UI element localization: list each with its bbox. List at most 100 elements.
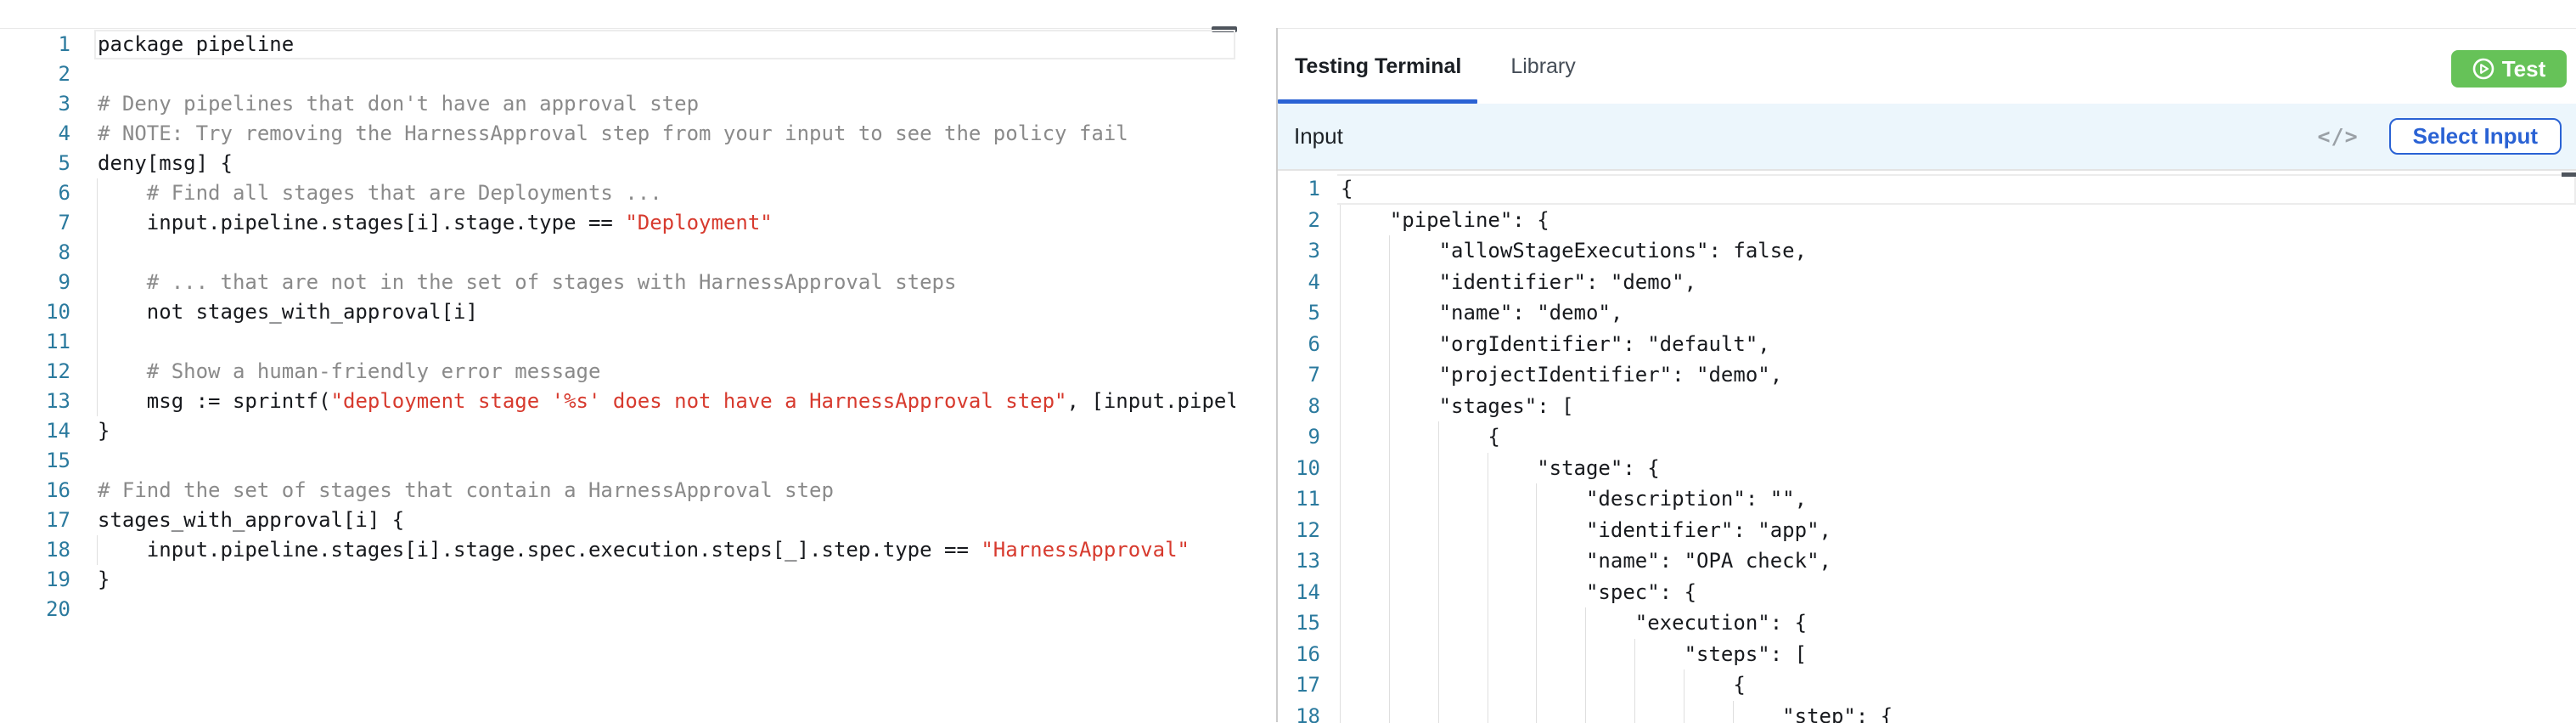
code-line-17[interactable]: stages_with_approval[i] { <box>94 506 1235 535</box>
indent-guide <box>97 268 98 297</box>
indent-guide <box>97 327 98 357</box>
code-line-18[interactable]: "step": { <box>1337 701 2576 723</box>
collapse-input-handle[interactable] <box>2562 172 2576 177</box>
code-line-4[interactable]: "identifier": "demo", <box>1337 267 2576 298</box>
indent-guide <box>1389 391 1390 422</box>
indent-guide <box>1536 577 1537 608</box>
indent-guide <box>1389 421 1390 453</box>
line-number: 3 <box>0 89 94 119</box>
line-number: 18 <box>1278 701 1337 723</box>
code-line-2[interactable]: "pipeline": { <box>1337 205 2576 236</box>
code-line-12[interactable]: "identifier": "app", <box>1337 515 2576 546</box>
indent-guide <box>1536 701 1537 723</box>
code-line-2[interactable] <box>94 59 1235 89</box>
indent-guide <box>1340 267 1341 298</box>
code-line-16[interactable]: # Find the set of stages that contain a … <box>94 476 1235 506</box>
code-line-1[interactable]: package pipeline <box>94 30 1235 59</box>
line-number: 6 <box>1278 329 1337 360</box>
tab-library[interactable]: Library <box>1510 54 1575 79</box>
code-line-1[interactable]: { <box>1337 173 2576 205</box>
code-line-10[interactable]: "stage": { <box>1337 453 2576 484</box>
code-line-3[interactable]: "allowStageExecutions": false, <box>1337 235 2576 267</box>
indent-guide <box>1438 577 1439 608</box>
code-line-9[interactable]: { <box>1337 421 2576 453</box>
indent-guide <box>1389 545 1390 577</box>
line-number: 17 <box>1278 669 1337 701</box>
code-line-7[interactable]: "projectIdentifier": "demo", <box>1337 359 2576 391</box>
code-line-3[interactable]: # Deny pipelines that don't have an appr… <box>94 89 1235 119</box>
indent-guide <box>1340 421 1341 453</box>
line-number: 13 <box>0 387 94 416</box>
line-number: 11 <box>1278 483 1337 515</box>
line-number: 10 <box>0 297 94 327</box>
code-line-5[interactable]: "name": "demo", <box>1337 297 2576 329</box>
code-line-16[interactable]: "steps": [ <box>1337 639 2576 670</box>
line-number: 6 <box>0 178 94 208</box>
indent-guide <box>1634 701 1635 723</box>
code-line-14[interactable]: } <box>94 416 1235 446</box>
code-line-17[interactable]: { <box>1337 669 2576 701</box>
select-input-button[interactable]: Select Input <box>2389 118 2562 155</box>
indent-guide <box>97 208 98 238</box>
code-line-15[interactable]: "execution": { <box>1337 607 2576 639</box>
indent-guide <box>1389 669 1390 701</box>
indent-guide <box>1585 669 1586 701</box>
code-line-7[interactable]: input.pipeline.stages[i].stage.type == "… <box>94 208 1235 238</box>
code-line-18[interactable]: input.pipeline.stages[i].stage.spec.exec… <box>94 535 1235 565</box>
indent-guide <box>1438 545 1439 577</box>
indent-guide <box>1340 359 1341 391</box>
indent-guide <box>1389 235 1390 267</box>
test-button[interactable]: Test <box>2451 50 2567 88</box>
indent-guide <box>1733 701 1734 723</box>
indent-guide <box>1634 639 1635 670</box>
code-line-9[interactable]: # ... that are not in the set of stages … <box>94 268 1235 297</box>
code-line-14[interactable]: "spec": { <box>1337 577 2576 608</box>
code-line-15[interactable] <box>94 446 1235 476</box>
line-number: 1 <box>1278 173 1337 205</box>
indent-guide <box>1684 669 1685 701</box>
code-line-11[interactable]: "description": "", <box>1337 483 2576 515</box>
code-line-10[interactable]: not stages_with_approval[i] <box>94 297 1235 327</box>
code-line-19[interactable]: } <box>94 565 1235 595</box>
code-line-20[interactable] <box>94 595 1235 624</box>
code-line-8[interactable] <box>94 238 1235 268</box>
code-line-11[interactable] <box>94 327 1235 357</box>
policy-code-editor[interactable]: 1234567891011121314151617181920 package … <box>0 30 1235 723</box>
indent-guide <box>1389 577 1390 608</box>
code-line-5[interactable]: deny[msg] { <box>94 149 1235 178</box>
code-line-6[interactable]: # Find all stages that are Deployments .… <box>94 178 1235 208</box>
line-number: 2 <box>0 59 94 89</box>
indent-guide <box>1340 577 1341 608</box>
indent-guide <box>1389 483 1390 515</box>
indent-guide <box>1340 329 1341 360</box>
line-number: 15 <box>0 446 94 476</box>
code-line-13[interactable]: "name": "OPA check", <box>1337 545 2576 577</box>
code-area[interactable]: { "pipeline": { "allowStageExecutions": … <box>1337 173 2576 723</box>
line-number: 7 <box>1278 359 1337 391</box>
line-number: 17 <box>0 506 94 535</box>
input-section-title: Input <box>1292 123 1343 150</box>
indent-guide <box>1536 515 1537 546</box>
line-number-gutter: 123456789101112131415161718 <box>1278 173 1337 723</box>
code-line-4[interactable]: # NOTE: Try removing the HarnessApproval… <box>94 119 1235 149</box>
code-line-8[interactable]: "stages": [ <box>1337 391 2576 422</box>
test-button-label: Test <box>2502 56 2546 82</box>
indent-guide <box>1340 545 1341 577</box>
code-area[interactable]: package pipeline # Deny pipelines that do… <box>94 30 1235 723</box>
line-number: 15 <box>1278 607 1337 639</box>
indent-guide <box>1536 669 1537 701</box>
indent-guide <box>1536 483 1537 515</box>
code-line-6[interactable]: "orgIdentifier": "default", <box>1337 329 2576 360</box>
indent-guide <box>1536 545 1537 577</box>
input-json-editor[interactable]: 123456789101112131415161718 { "pipeline"… <box>1278 173 2576 723</box>
code-line-12[interactable]: # Show a human-friendly error message <box>94 357 1235 387</box>
indent-guide <box>1438 669 1439 701</box>
indent-guide <box>1389 359 1390 391</box>
tab-testing-terminal[interactable]: Testing Terminal <box>1295 54 1461 79</box>
line-number: 4 <box>1278 267 1337 298</box>
indent-guide <box>1438 421 1439 453</box>
code-line-13[interactable]: msg := sprintf("deployment stage '%s' do… <box>94 387 1235 416</box>
indent-guide <box>1340 205 1341 236</box>
code-view-icon[interactable]: </> <box>2317 124 2358 149</box>
line-number: 1 <box>0 30 94 59</box>
